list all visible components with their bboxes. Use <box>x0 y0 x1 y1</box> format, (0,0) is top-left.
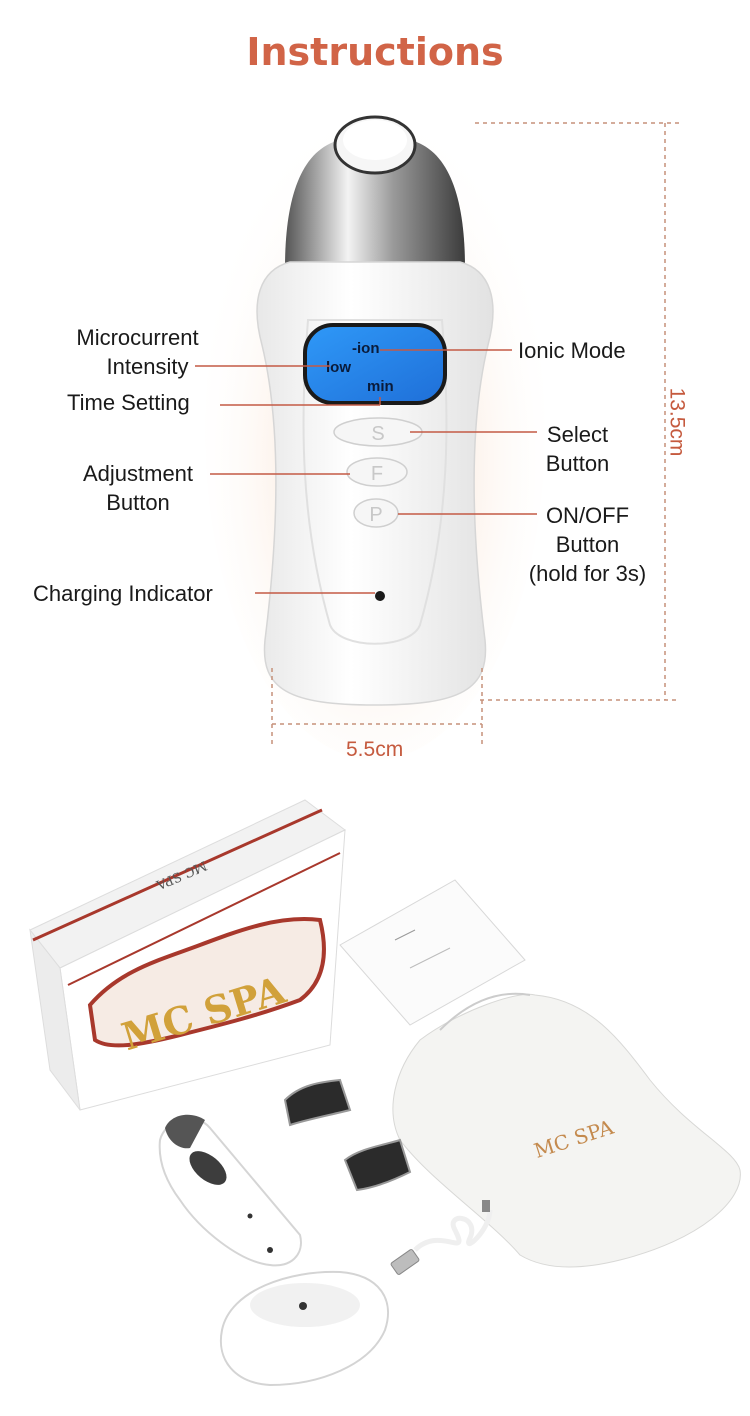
box-side-label: MC SPA <box>153 857 208 892</box>
page-title: Instructions <box>246 30 504 74</box>
label-onoff-button: ON/OFF Button (hold for 3s) <box>528 503 647 586</box>
gift-box <box>29 799 346 1111</box>
device-chrome-head <box>285 140 465 268</box>
screen-min: min <box>367 378 394 395</box>
charging-indicator-led <box>375 591 385 601</box>
svg-text:F: F <box>371 463 383 485</box>
leader-lines <box>195 349 537 594</box>
screen-ion: -ion <box>352 340 380 357</box>
select-button[interactable]: S <box>333 417 423 447</box>
charging-base <box>219 1270 389 1387</box>
manual-booklet <box>339 879 526 1026</box>
dimension-width: 5.5cm <box>346 738 404 761</box>
pouch-brand: MC SPA <box>531 1115 617 1163</box>
storage-pouch <box>392 992 741 1268</box>
label-microcurrent-intensity: Microcurrent Intensity <box>76 325 199 379</box>
label-charging-indicator: Charging Indicator <box>33 581 213 606</box>
usb-cable <box>390 1200 493 1275</box>
device-unit <box>158 1114 302 1267</box>
power-button[interactable]: P <box>353 498 399 528</box>
lcd-screen <box>303 323 447 405</box>
label-ionic-mode: Ionic Mode <box>518 338 626 363</box>
label-time-setting: Time Setting <box>67 390 190 415</box>
box-brand-logo: MC SPA <box>117 967 292 1059</box>
adjustment-button[interactable]: F <box>346 457 408 487</box>
label-select-button: Select Button <box>545 422 610 476</box>
dimension-lines <box>271 122 680 745</box>
replacement-head-1 <box>283 1078 352 1127</box>
svg-text:P: P <box>369 504 382 526</box>
screen-low: low <box>326 359 351 376</box>
replacement-head-2 <box>343 1138 412 1192</box>
device-diagram: -ion low min S F P <box>195 100 680 760</box>
label-adjustment-button: Adjustment Button <box>82 461 194 515</box>
dimension-height: 13.5cm <box>665 387 689 457</box>
svg-text:S: S <box>371 423 384 445</box>
